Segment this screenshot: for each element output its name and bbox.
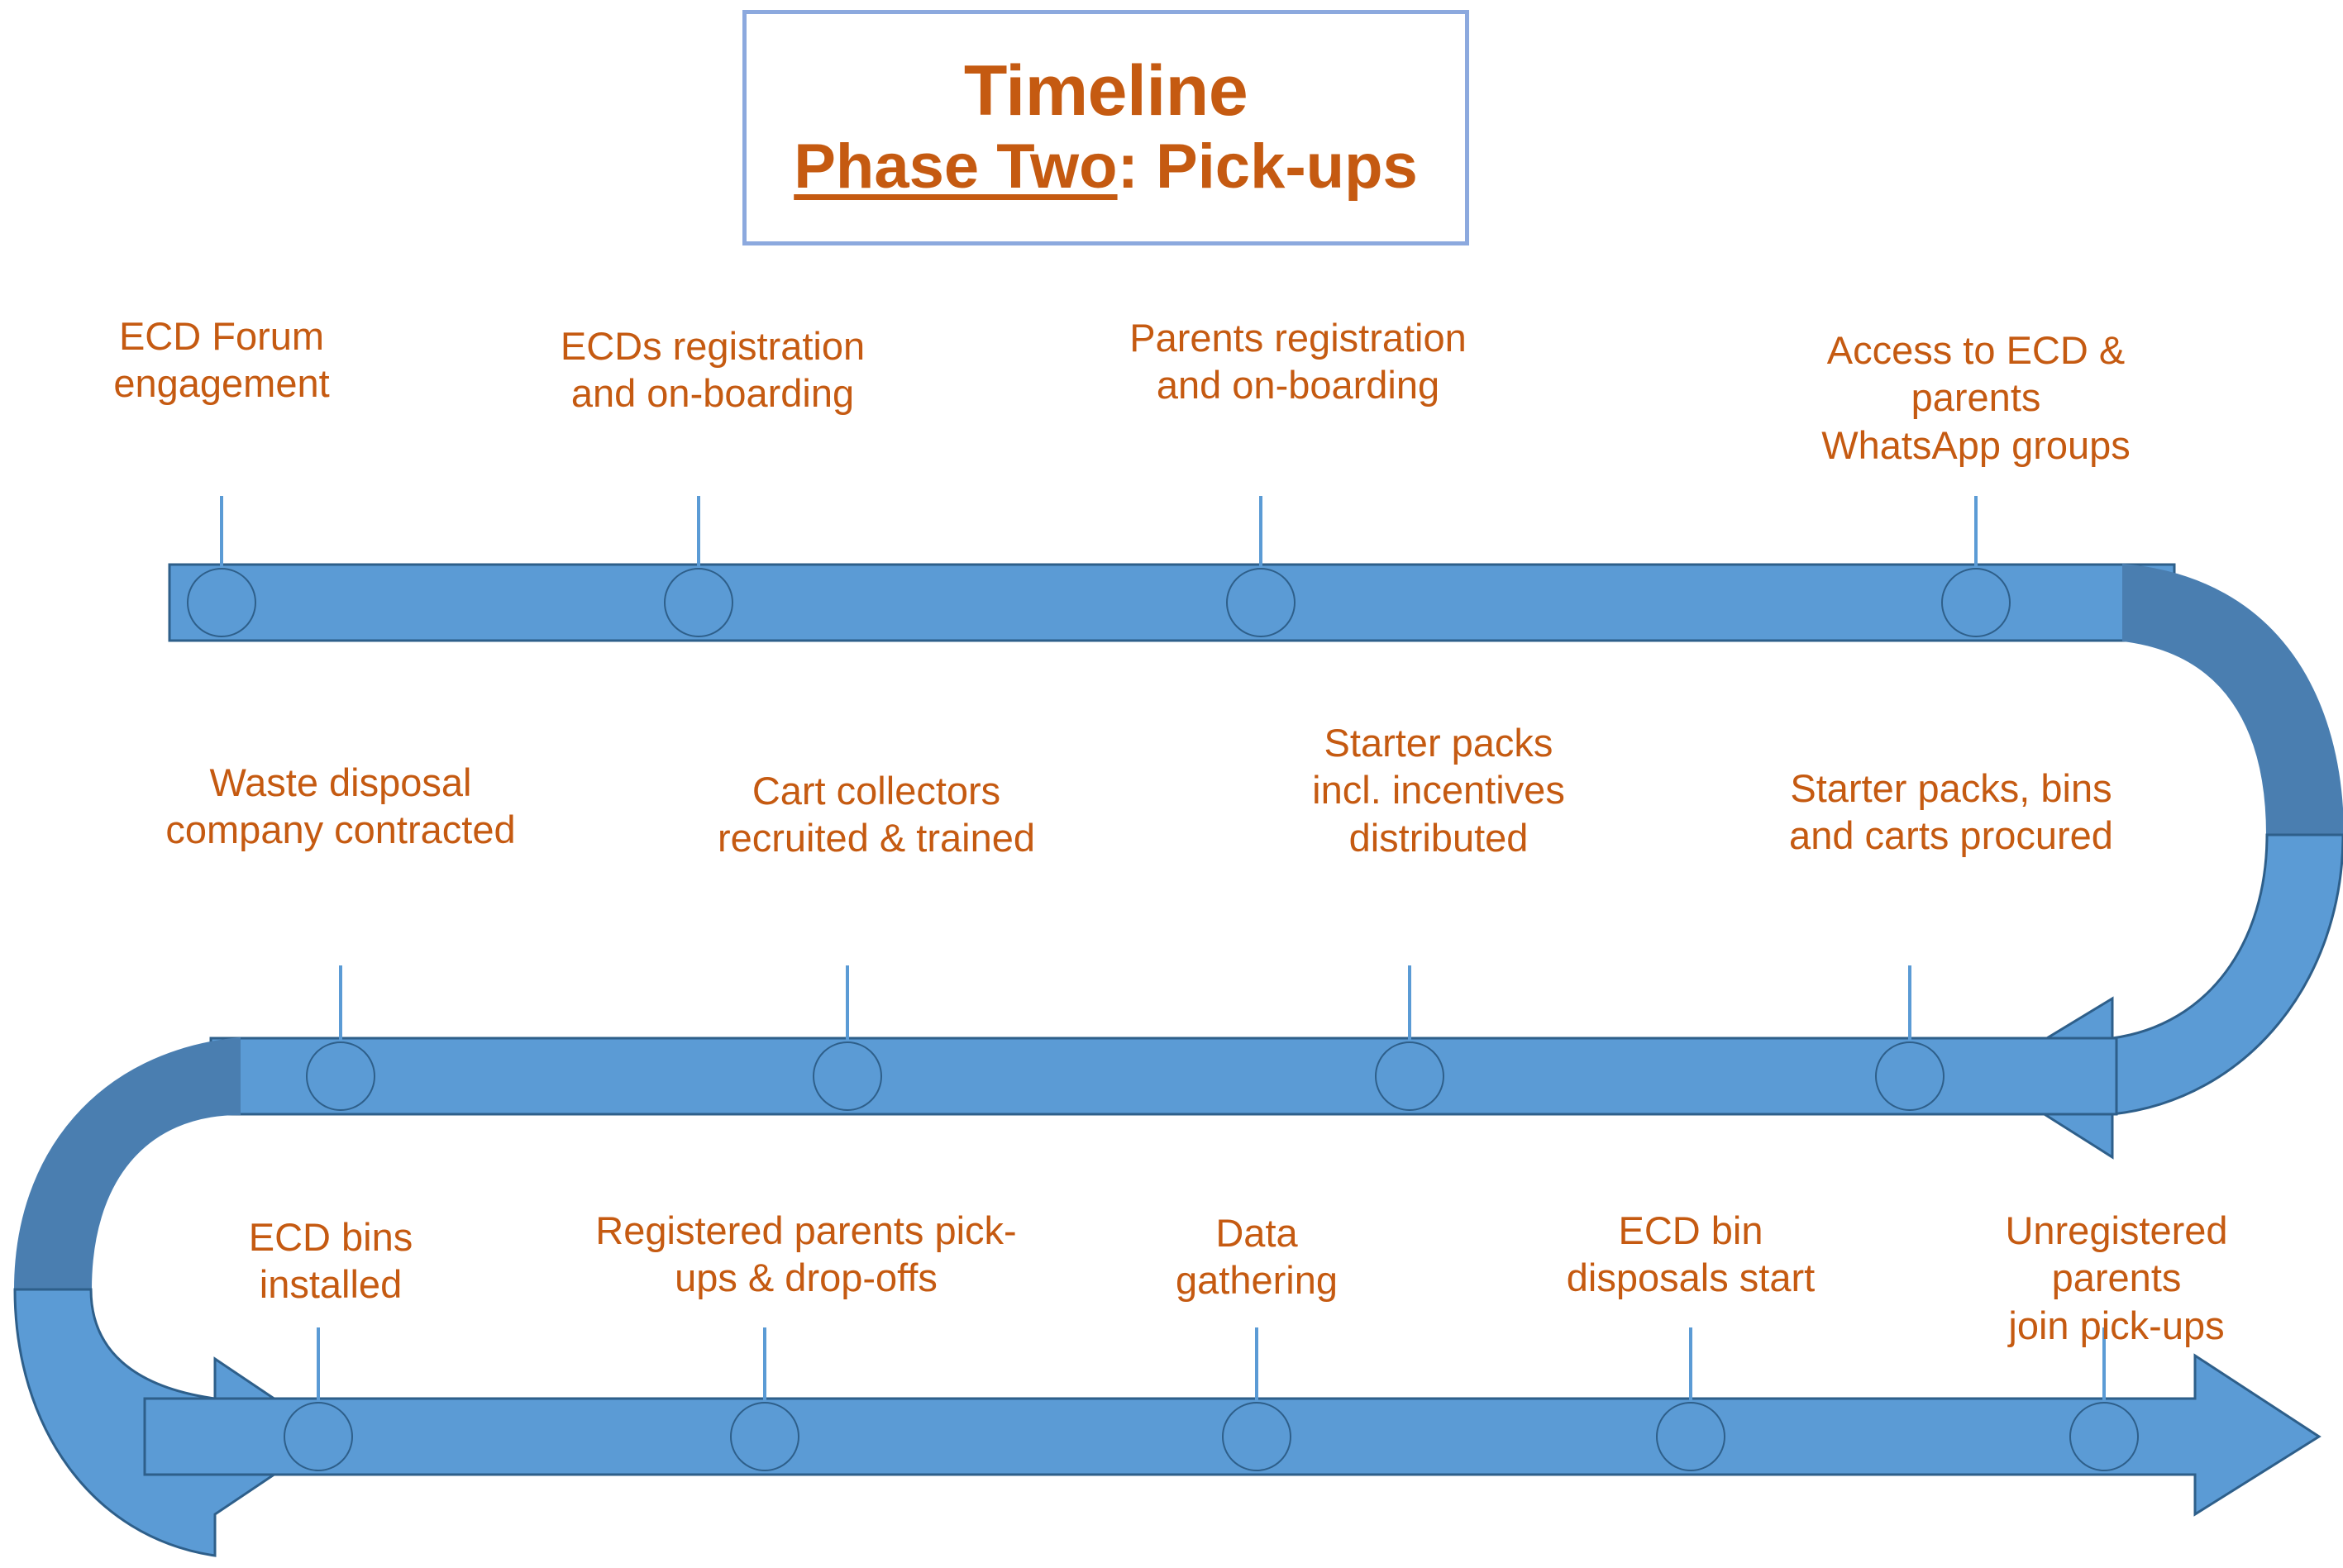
milestone-label: Registered parents pick- ups & drop-offs [595,1208,1017,1300]
milestone-tick [846,965,849,1043]
milestone-tick [339,965,342,1043]
milestone-tick [1974,496,1978,570]
milestone-tick [1689,1327,1692,1405]
milestone-marker[interactable] [813,1041,882,1111]
milestone-label: Waste disposal company contracted [165,760,516,852]
milestone-label: ECDs registration and on-boarding [560,324,866,416]
milestone-tick [1259,496,1262,570]
milestone-label: Starter packs incl. incentives distribut… [1312,721,1565,860]
page-title: Timeline [963,50,1248,131]
milestone-label: Cart collectors recruited & trained [717,769,1036,860]
page-subtitle-rest: : Pick-ups [1117,131,1418,203]
milestone-label: Access to ECD & parents WhatsApp groups [1821,328,2131,467]
row1-bar [168,563,2176,642]
milestone-tick [220,496,223,570]
milestone-tick [2102,1327,2106,1405]
milestone-label: Starter packs, bins and carts procured [1789,766,2113,858]
milestone-marker[interactable] [1222,1402,1291,1471]
milestone-marker[interactable] [1656,1402,1725,1471]
milestone-marker[interactable] [664,568,733,637]
page-subtitle-phase: Phase Two [794,131,1118,203]
milestone-tick [1255,1327,1258,1405]
milestone-tick [697,496,700,570]
milestone-label: ECD Forum engagement [113,314,330,406]
milestone-marker[interactable] [187,568,256,637]
milestone-marker[interactable] [1875,1041,1945,1111]
milestone-tick [1408,965,1411,1043]
milestone-tick [1908,965,1911,1043]
milestone-marker[interactable] [1226,568,1296,637]
page-subtitle: Phase Two: Pick-ups [794,134,1418,200]
row2-bar [209,1037,2118,1116]
milestone-marker[interactable] [306,1041,375,1111]
left-uturn-shadow [13,1037,241,1290]
milestone-tick [317,1327,320,1405]
right-uturn-shadow [2122,563,2343,836]
milestone-label: Parents registration and on-boarding [1129,316,1467,407]
milestone-label: Unregistered parents join pick-ups [2005,1208,2228,1347]
milestone-label: Data gathering [1176,1211,1338,1303]
milestone-label: ECD bins installed [248,1215,413,1307]
milestone-marker[interactable] [730,1402,799,1471]
title-box: Timeline Phase Two: Pick-ups [742,10,1469,245]
milestone-label: ECD bin disposals start [1566,1208,1816,1300]
milestone-marker[interactable] [1941,568,2011,637]
milestone-marker[interactable] [2069,1402,2139,1471]
milestone-marker[interactable] [1375,1041,1444,1111]
milestone-tick [763,1327,766,1405]
milestone-marker[interactable] [284,1402,353,1471]
